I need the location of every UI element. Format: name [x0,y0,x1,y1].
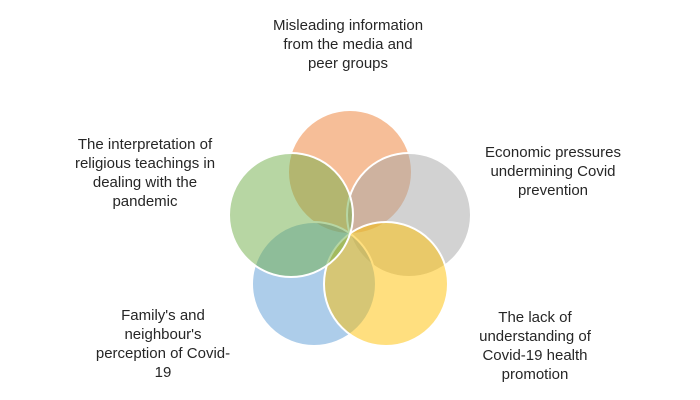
label-religious-teachings: The interpretation of religious teaching… [74,136,216,210]
venn-circle-lack-of-understanding [323,221,449,347]
label-misleading-information: Misleading information from the media an… [272,17,424,72]
label-economic-pressures: Economic pressures undermining Covid pre… [485,144,621,199]
venn-circle-religious-teachings [228,152,354,278]
label-family-neighbour-perception: Family's and neighbour's perception of C… [95,307,231,381]
label-lack-of-understanding: The lack of understanding of Covid-19 he… [479,309,591,383]
